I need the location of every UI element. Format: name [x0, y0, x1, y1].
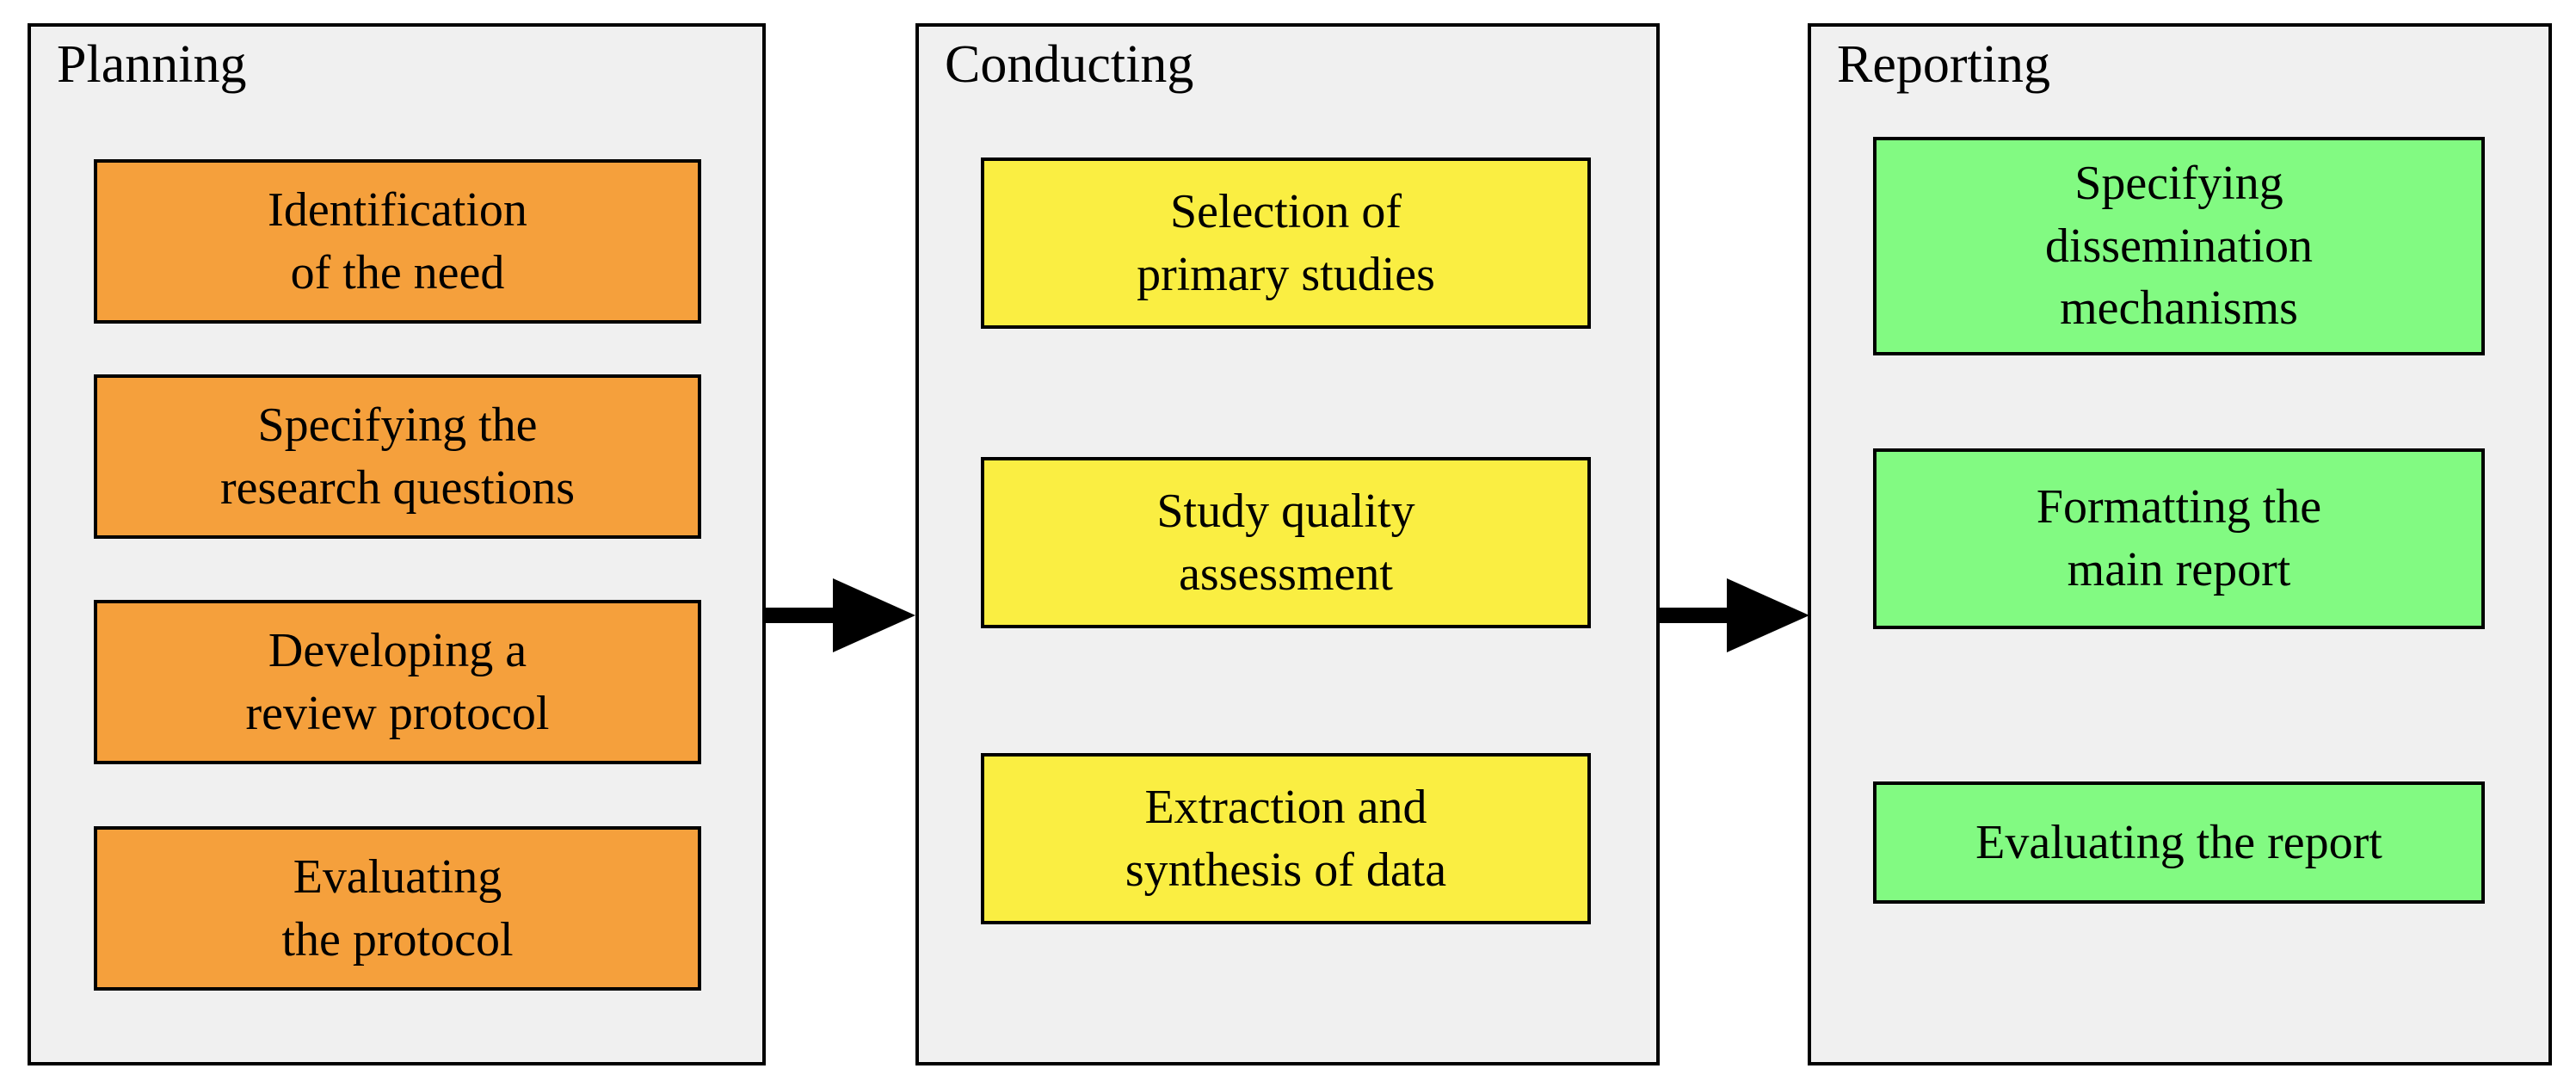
phase-panel-planning: Planning Identification of the need Spec…	[28, 23, 766, 1065]
step-selection-of-primary-studies: Selection of primary studies	[981, 157, 1591, 329]
phase-title-planning: Planning	[57, 35, 247, 94]
step-identification-of-the-need: Identification of the need	[94, 159, 701, 324]
step-evaluating-the-report: Evaluating the report	[1873, 781, 2485, 904]
step-study-quality-assessment: Study quality assessment	[981, 457, 1591, 628]
step-extraction-and-synthesis-of-data: Extraction and synthesis of data	[981, 753, 1591, 924]
step-developing-a-review-protocol: Developing a review protocol	[94, 600, 701, 764]
phase-panel-reporting: Reporting Specifying dissemination mecha…	[1808, 23, 2552, 1065]
phase-title-reporting: Reporting	[1837, 35, 2050, 94]
arrow-conducting-to-reporting-shaft	[1656, 608, 1729, 623]
step-formatting-the-main-report: Formatting the main report	[1873, 448, 2485, 629]
arrow-planning-to-conducting-shaft	[764, 608, 835, 623]
arrow-conducting-to-reporting-head-icon	[1727, 578, 1809, 652]
phase-panel-conducting: Conducting Selection of primary studies …	[915, 23, 1660, 1065]
step-specifying-dissemination-mechanisms: Specifying dissemination mechanisms	[1873, 137, 2485, 355]
step-specifying-the-research-questions: Specifying the research questions	[94, 374, 701, 539]
phase-title-conducting: Conducting	[945, 35, 1194, 94]
step-evaluating-the-protocol: Evaluating the protocol	[94, 826, 701, 991]
arrow-planning-to-conducting-head-icon	[833, 578, 915, 652]
